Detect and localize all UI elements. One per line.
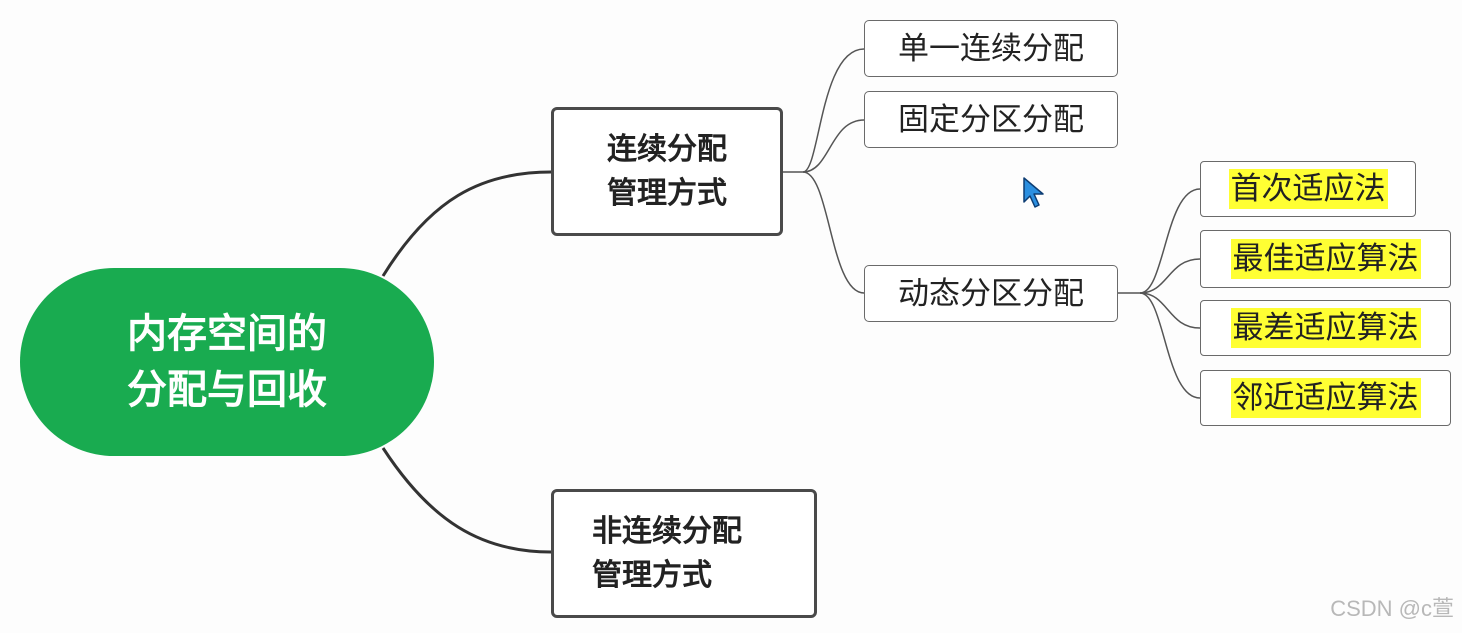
noncontiguous-line2: 管理方式 <box>592 557 712 593</box>
root-line2: 分配与回收 <box>127 367 327 413</box>
single-contiguous-node[interactable]: 单一连续分配 <box>864 20 1118 77</box>
connector-root-noncontiguous <box>381 447 552 554</box>
connector-root-contiguous <box>381 170 552 277</box>
noncontiguous-line1: 非连续分配 <box>592 513 742 549</box>
connector-dynamic-first <box>1118 188 1201 294</box>
dynamic-partition-label: 动态分区分配 <box>898 275 1084 312</box>
connector-dynamic-worst <box>1139 292 1201 329</box>
noncontiguous-node[interactable]: 非连续分配 管理方式 <box>551 489 817 618</box>
connector-contiguous-fixed <box>802 119 865 173</box>
connector-contiguous-dynamic <box>802 171 865 294</box>
fixed-partition-label: 固定分区分配 <box>898 101 1084 138</box>
contiguous-line2: 管理方式 <box>607 175 727 211</box>
contiguous-node[interactable]: 连续分配 管理方式 <box>551 107 783 236</box>
root-line1: 内存空间的 <box>127 311 327 357</box>
dynamic-partition-node[interactable]: 动态分区分配 <box>864 265 1118 322</box>
contiguous-line1: 连续分配 <box>607 131 727 167</box>
connector-dynamic-best <box>1139 258 1201 294</box>
single-contiguous-label: 单一连续分配 <box>898 30 1084 67</box>
best-fit-label: 最佳适应算法 <box>1230 239 1421 279</box>
first-fit-label: 首次适应法 <box>1228 169 1388 209</box>
best-fit-node[interactable]: 最佳适应算法 <box>1200 230 1451 288</box>
next-fit-label: 邻近适应算法 <box>1230 378 1421 418</box>
worst-fit-node[interactable]: 最差适应算法 <box>1200 300 1451 356</box>
connector-contiguous-single <box>783 48 865 173</box>
connector-dynamic-next <box>1139 292 1201 399</box>
mouse-pointer-icon <box>1023 177 1044 208</box>
fixed-partition-node[interactable]: 固定分区分配 <box>864 91 1118 148</box>
watermark-text: CSDN @c萱 <box>1330 596 1454 621</box>
worst-fit-label: 最差适应算法 <box>1230 308 1421 348</box>
first-fit-node[interactable]: 首次适应法 <box>1200 161 1416 217</box>
next-fit-node[interactable]: 邻近适应算法 <box>1200 370 1451 426</box>
root-node[interactable]: 内存空间的 分配与回收 <box>20 268 434 456</box>
